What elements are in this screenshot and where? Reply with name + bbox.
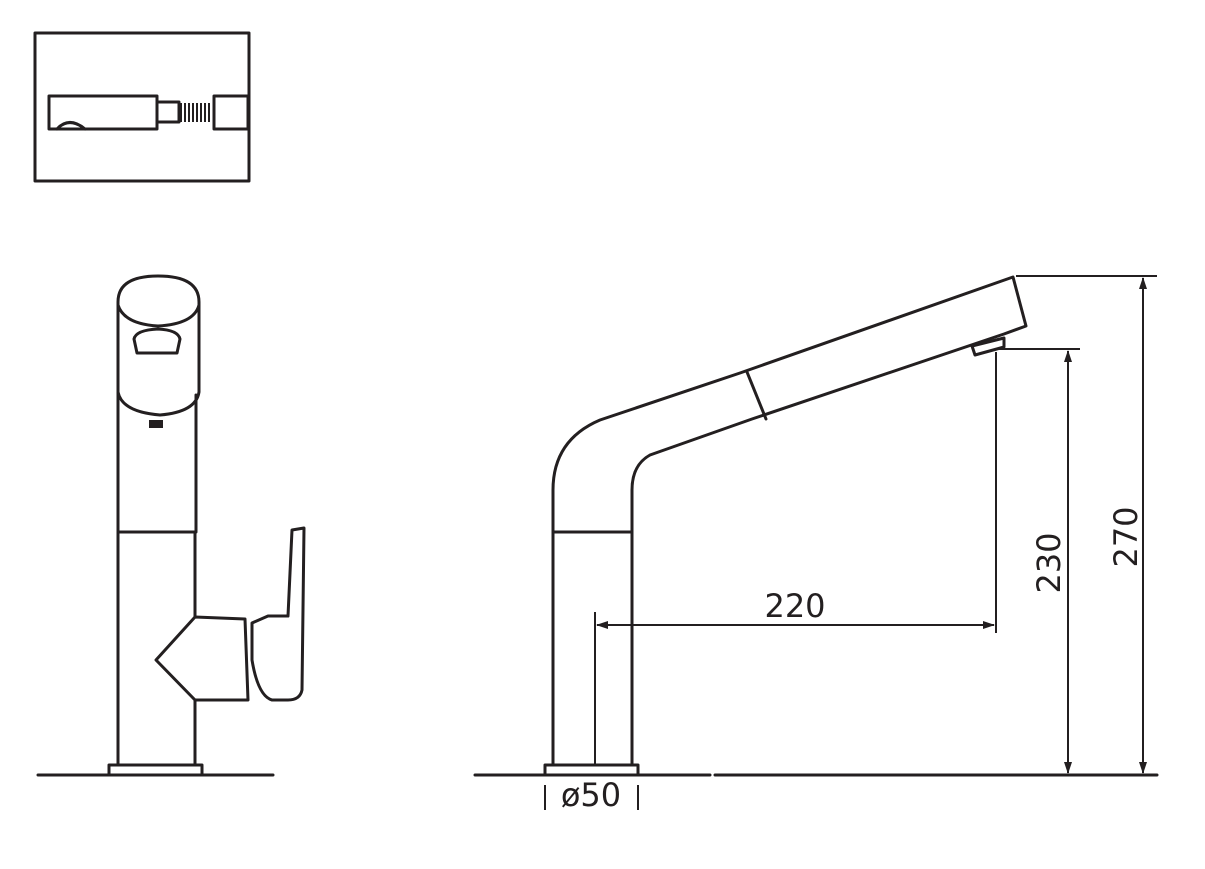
inset-frame — [33, 31, 251, 183]
reach-dimension-label: 220 — [764, 587, 825, 625]
spout-socket — [212, 94, 250, 131]
front-spout-head — [116, 274, 201, 417]
front-base-plate — [107, 763, 204, 777]
front-body-outline — [116, 530, 197, 767]
front-head-top-edge — [116, 303, 201, 328]
pull-out-seam — [745, 370, 768, 421]
front-lever-handle — [250, 526, 306, 702]
front-outlet-mark — [149, 420, 163, 428]
side-base-plate — [543, 763, 640, 777]
total-height-label: 270 — [1107, 506, 1145, 567]
side-spray-outlet — [970, 336, 1006, 357]
dimension-annotations: 220 230 270 ø50 — [544, 275, 1157, 814]
spray-head-outlet — [55, 121, 87, 131]
spray-head-collar — [155, 100, 181, 124]
outlet-height-label: 230 — [1030, 532, 1068, 593]
faucet-side-view — [473, 275, 1159, 777]
base-diameter-label: ø50 — [561, 776, 621, 814]
faucet-front-view — [36, 274, 306, 777]
front-outlet-nozzle — [132, 327, 182, 355]
hose-spring — [180, 103, 210, 122]
front-spout-column — [116, 388, 198, 534]
side-body-outline — [551, 275, 1028, 767]
front-mixer-body — [154, 615, 250, 702]
spray-head-detail-inset — [33, 31, 251, 183]
